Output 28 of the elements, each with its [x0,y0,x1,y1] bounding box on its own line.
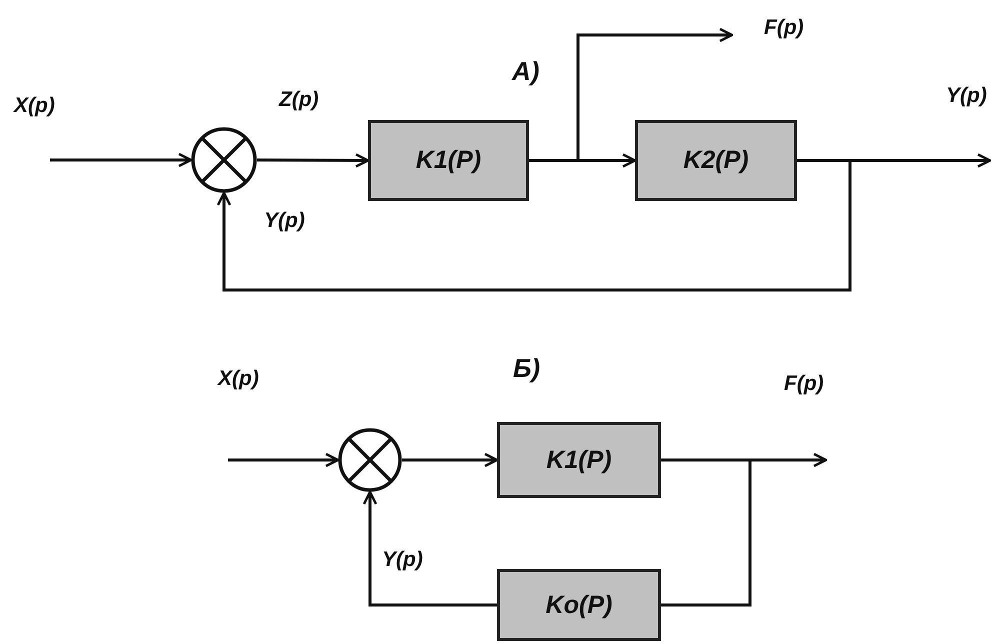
transfer-function-block [368,120,529,201]
summing-junction [191,127,257,193]
transfer-function-block [497,569,661,641]
panel-label: A) [512,56,540,87]
transfer-function-block [635,120,797,201]
block-label: K1(P) [546,446,612,474]
arrow [228,452,340,468]
signal-label: F(p) [764,16,804,40]
signal-label: Z(p) [279,88,319,112]
arrow [529,28,734,162]
signal-label: Y(p) [382,548,423,572]
transfer-function-block [497,422,661,498]
connector-line [661,458,752,606]
panel-label: Б) [513,353,540,384]
arrow [216,159,852,292]
signal-label: F(p) [784,372,824,396]
arrow [362,490,497,606]
block-label: Ko(P) [546,590,612,620]
arrow [402,452,498,468]
arrow [50,152,192,168]
signal-label: Y(p) [264,209,305,233]
summing-junction [338,428,402,492]
signal-label: X(p) [14,94,55,118]
arrow [257,153,370,168]
block-label: K2(P) [683,146,749,175]
signal-label: Y(p) [946,84,987,108]
block-label: K1(P) [416,146,482,175]
signal-label: X(p) [218,367,259,391]
